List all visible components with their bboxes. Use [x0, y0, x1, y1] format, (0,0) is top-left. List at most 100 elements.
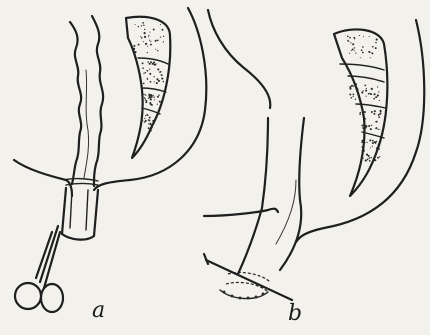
- stipple-dot: [364, 129, 366, 131]
- stipple-dot: [356, 87, 358, 89]
- stipple-dot: [371, 52, 373, 54]
- stipple-dot: [154, 99, 155, 100]
- stipple-dot: [349, 86, 351, 88]
- stipple-dot: [144, 118, 145, 119]
- panel-a-forceps-ring-left: [15, 283, 41, 309]
- stipple-dot: [379, 145, 380, 146]
- stipple-dot: [153, 61, 155, 63]
- stipple-dot: [362, 46, 364, 48]
- stipple-dot: [352, 96, 353, 97]
- stipple-dot: [369, 93, 370, 94]
- stipple-dot: [366, 88, 367, 89]
- stipple-dot: [379, 100, 380, 101]
- stipple-dot: [368, 155, 370, 157]
- stipple-dot: [363, 126, 364, 127]
- panel-label-b: b: [288, 303, 302, 325]
- panel-a-segment-divider-3: [142, 108, 160, 114]
- stipple-dot: [151, 130, 152, 131]
- stipple-dot: [144, 36, 146, 38]
- stipple-dot: [149, 63, 151, 65]
- stipple-dot: [146, 100, 148, 102]
- stipple-dot: [150, 81, 152, 83]
- stipple-dot: [355, 99, 356, 100]
- stipple-dot: [375, 128, 376, 129]
- panel-b-tube-end: [220, 290, 268, 299]
- panel-a-body-wall-left: [14, 160, 72, 196]
- stipple-dot: [163, 41, 164, 42]
- stipple-dot: [150, 61, 152, 63]
- stipple-dot: [379, 113, 381, 115]
- stipple-dot: [380, 111, 382, 113]
- stipple-dot: [368, 51, 369, 52]
- stipple-dot: [161, 74, 162, 75]
- stipple-dot: [373, 113, 375, 115]
- stipple-dot: [141, 25, 142, 26]
- stipple-dot: [148, 36, 149, 37]
- stipple-dot: [140, 36, 141, 37]
- panel-a-drawing: [14, 8, 206, 312]
- stipple-dot: [371, 111, 373, 113]
- stipple-dot: [141, 37, 143, 39]
- stipple-dot: [163, 81, 165, 83]
- stipple-dot: [153, 96, 154, 97]
- stipple-dot: [157, 104, 158, 105]
- stipple-dot: [379, 129, 380, 130]
- stipple-dot: [375, 47, 377, 49]
- stipple-dot: [372, 46, 374, 48]
- stipple-dot: [377, 86, 378, 87]
- stipple-dot: [370, 157, 372, 159]
- stipple-dot: [365, 160, 367, 162]
- stipple-dot: [157, 39, 159, 41]
- stipple-dot: [354, 47, 355, 48]
- stipple-dot: [155, 40, 157, 42]
- stipple-dot: [148, 123, 149, 124]
- stipple-dot: [149, 117, 151, 119]
- stipple-dot: [363, 150, 365, 152]
- stipple-dot: [368, 125, 370, 127]
- stipple-dot: [362, 140, 364, 142]
- stipple-dot: [363, 36, 364, 37]
- panel-a-tube-left-edge: [70, 22, 81, 184]
- stipple-dot: [133, 48, 135, 50]
- stipple-dot: [144, 97, 145, 98]
- stipple-dot: [147, 46, 148, 47]
- panel-a-tube-right-edge: [92, 16, 103, 186]
- stipple-dot: [158, 80, 160, 82]
- stipple-dot: [151, 96, 153, 98]
- stipple-dot: [377, 157, 379, 159]
- stipple-dot: [143, 94, 144, 95]
- panel-a-forceps-blades: [36, 226, 60, 288]
- stipple-dot: [376, 141, 378, 143]
- stipple-dot: [369, 139, 371, 141]
- stipple-dot: [138, 26, 139, 27]
- stipple-dot: [145, 43, 147, 45]
- stipple-dot: [144, 29, 145, 30]
- stipple-dot: [143, 73, 144, 74]
- stipple-dot: [148, 127, 150, 129]
- stipple-dot: [143, 25, 145, 27]
- stipple-dot: [361, 49, 363, 51]
- panel-b-dashed-ring: [226, 272, 270, 292]
- stipple-dot: [163, 62, 164, 63]
- stipple-dot: [371, 125, 372, 126]
- stipple-dot: [369, 157, 371, 159]
- panel-a-tube-inner-line: [84, 70, 89, 178]
- stipple-dot: [146, 70, 147, 71]
- stipple-dot: [353, 85, 354, 86]
- stipple-dot: [155, 49, 156, 50]
- stipple-dot: [351, 85, 353, 87]
- panel-a-segment-stipple: [133, 22, 165, 131]
- panel-b-drawing: [204, 10, 424, 300]
- panel-a-sleeve: [62, 188, 98, 240]
- panel-b-body-wall-right: [296, 20, 424, 242]
- stipple-dot: [350, 42, 351, 43]
- stipple-dot: [159, 71, 161, 73]
- stipple-dot: [353, 37, 355, 39]
- stipple-dot: [361, 146, 362, 147]
- stipple-dot: [374, 110, 376, 112]
- stipple-dot: [351, 50, 352, 51]
- stipple-dot: [159, 101, 161, 103]
- stipple-dot: [351, 97, 353, 99]
- stipple-dot: [155, 63, 157, 65]
